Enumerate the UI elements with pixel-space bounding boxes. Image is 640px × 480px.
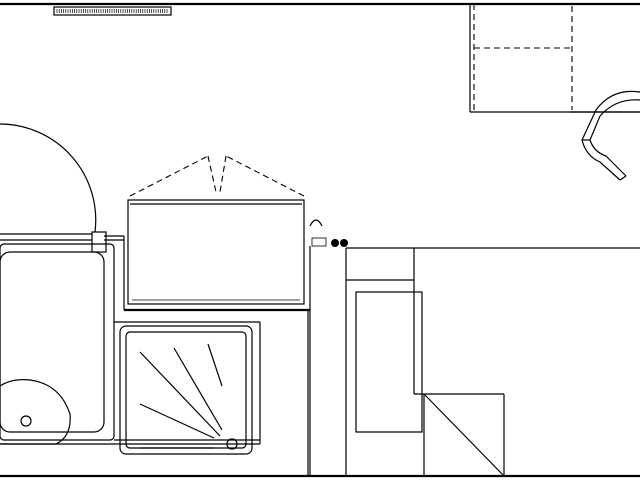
chair-icon: [581, 90, 640, 181]
hallway-walls: [345, 247, 640, 476]
radiator-icon: [53, 6, 172, 16]
bathtub-icon: [0, 243, 261, 445]
nightstand-icon: [346, 279, 423, 433]
door-swing-icon: [0, 123, 99, 249]
toilet-icon: [0, 379, 71, 445]
desk-icon: [469, 4, 640, 113]
bed-icon: [414, 393, 505, 477]
outlet-icon: [309, 219, 348, 247]
shower-icon: [119, 325, 253, 455]
bathroom-walls: [0, 231, 311, 476]
cabinet-icon: [127, 155, 305, 305]
